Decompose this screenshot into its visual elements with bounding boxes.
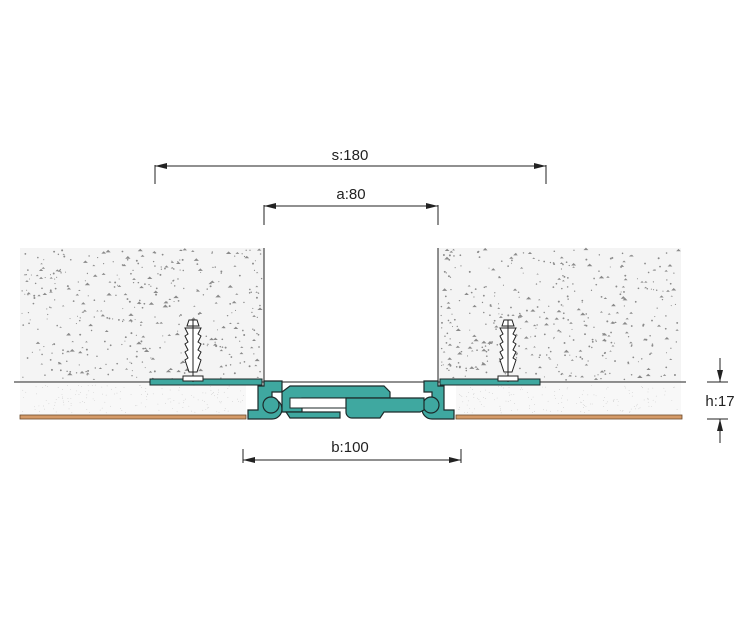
dimension-h-label: h:17 xyxy=(705,393,734,410)
right-anchor-flange xyxy=(439,378,541,386)
left-base-strip xyxy=(19,414,247,420)
dimension-s-label: s:180 xyxy=(332,147,369,164)
dimension-a-label: a:80 xyxy=(336,186,365,203)
dimension-b-label: b:100 xyxy=(331,439,369,456)
right-screed-block xyxy=(437,248,681,382)
concrete-texture xyxy=(21,247,681,381)
left-joint-profile xyxy=(247,380,283,420)
right-joint-profile xyxy=(421,380,455,420)
left-anchor-flange xyxy=(149,378,263,386)
dimension-s: s:180 xyxy=(154,147,547,184)
sliding-insert xyxy=(281,385,425,419)
right-base-strip xyxy=(455,414,683,420)
right-dowel-anchor xyxy=(497,319,519,382)
left-dowel-anchor xyxy=(182,319,204,382)
dimension-a: a:80 xyxy=(263,186,439,225)
dimension-b: b:100 xyxy=(242,439,462,463)
left-screed-block xyxy=(20,248,265,382)
dimension-h: h:17 xyxy=(705,358,735,443)
adhesive-layer xyxy=(20,383,681,415)
